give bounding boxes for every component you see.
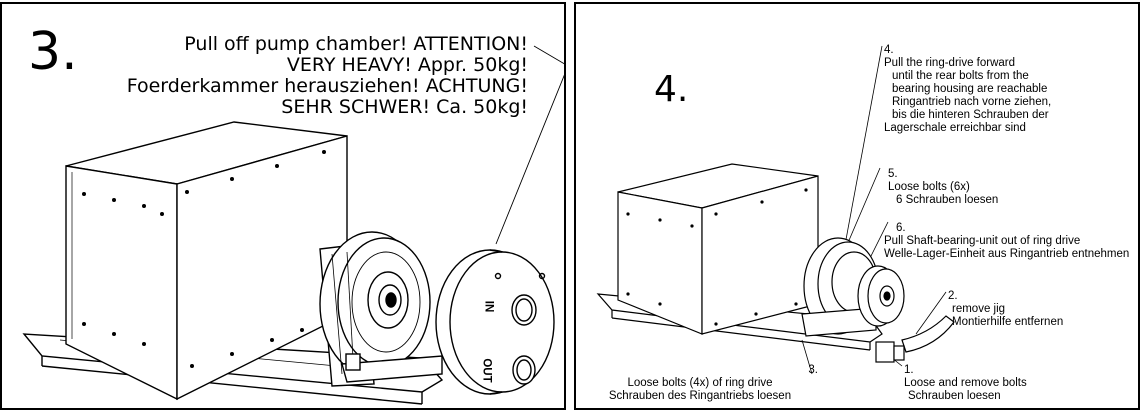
pump-chamber bbox=[435, 249, 555, 395]
step-4-panel: 4. bbox=[574, 2, 1140, 410]
callout-5: 5. Loose bolts (6x) 6 Schrauben loesen bbox=[888, 168, 998, 207]
callout-4-line-3: bearing housing are reachable bbox=[892, 83, 1048, 95]
step-4-ring-drive bbox=[801, 237, 879, 337]
callout-4-line-4: Ringantrieb nach vorne ziehen, bbox=[892, 96, 1052, 108]
callout-2: 2. remove jig Montierhilfe entfernen bbox=[948, 290, 1063, 329]
callout-3: 3. Loose bolts (4x) of ring drive Schrau… bbox=[582, 364, 818, 403]
step-3-line-2: VERY HEAVY! Appr. 50kg! bbox=[286, 54, 528, 76]
callout-4: 4. Pull the ring-drive forward until the… bbox=[884, 44, 1051, 135]
callout-6-line-2: Welle-Lager-Einheit aus Ringantrieb entn… bbox=[884, 248, 1130, 260]
callout-4-line-6: Lagerschale erreichbar sind bbox=[884, 122, 1026, 134]
callout-4-line-2: until the rear bolts from the bbox=[892, 70, 1029, 82]
step-3-panel: 3. Pull off pump chamber! ATTENTION! VER… bbox=[0, 2, 566, 410]
callout-4-number: 4. bbox=[884, 44, 894, 56]
step-3-leader-line bbox=[495, 45, 564, 245]
callout-1-line-2: Schrauben loesen bbox=[908, 390, 1001, 402]
port-in-label: IN bbox=[482, 300, 495, 313]
step-3-line-1: Pull off pump chamber! ATTENTION! bbox=[184, 33, 528, 55]
callout-4-line-1: Pull the ring-drive forward bbox=[884, 57, 1016, 69]
ring-drive bbox=[319, 231, 443, 387]
callout-5-line-2: 6 Schrauben loesen bbox=[896, 194, 999, 206]
step-3-instruction: Pull off pump chamber! ATTENTION! VERY H… bbox=[127, 34, 528, 118]
callout-1-number: 1. bbox=[904, 364, 914, 376]
motor-housing bbox=[65, 121, 348, 401]
callout-3-line-2: Schrauben des Ringantriebs loesen bbox=[608, 390, 792, 402]
callout-6-line-1: Pull Shaft-bearing-unit out of ring driv… bbox=[884, 235, 1081, 247]
callout-4-line-5: bis die hinteren Schrauben der bbox=[892, 109, 1049, 121]
callout-5-number: 5. bbox=[888, 168, 898, 180]
step-3-line-3: Foerderkammer herausziehen! ACHTUNG! bbox=[126, 75, 528, 97]
callout-1-line-1: Loose and remove bolts bbox=[904, 377, 1027, 389]
step-3-line-4: SEHR SCHWER! Ca. 50kg! bbox=[281, 96, 528, 118]
port-out-label: OUT bbox=[480, 358, 493, 383]
callout-2-number: 2. bbox=[948, 290, 958, 302]
step-4-motor-housing bbox=[617, 163, 819, 335]
montage-jig bbox=[875, 315, 955, 363]
shaft-bearing-unit bbox=[857, 265, 905, 327]
step-3-number: 3. bbox=[28, 22, 78, 82]
callout-5-line-1: Loose bolts (6x) bbox=[888, 181, 970, 193]
callout-3-line-1: Loose bolts (4x) of ring drive bbox=[627, 377, 773, 389]
step-4-number: 4. bbox=[654, 69, 689, 110]
step-4-drawing bbox=[596, 45, 955, 375]
callout-6-number: 6. bbox=[896, 222, 906, 234]
callout-6: 6. Pull Shaft-bearing-unit out of ring d… bbox=[884, 222, 1129, 261]
callout-1: 1. Loose and remove bolts Schrauben loes… bbox=[904, 364, 1027, 403]
step-3-drawing bbox=[22, 45, 564, 405]
callout-2-line-2: Montierhilfe entfernen bbox=[952, 316, 1064, 328]
callout-3-number: 3. bbox=[808, 364, 818, 376]
callout-2-line-1: remove jig bbox=[952, 303, 1006, 315]
